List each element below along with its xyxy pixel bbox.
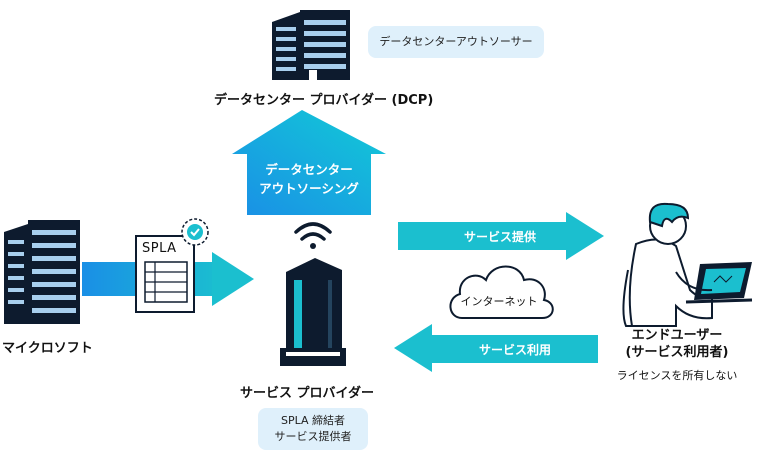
service-use-arrow xyxy=(394,324,598,372)
internet-cloud-icon xyxy=(449,265,554,319)
outsourcing-up-arrow xyxy=(232,110,386,215)
outsourcing-arrow-label: データセンター アウトソーシング xyxy=(247,160,371,198)
service-provide-label: サービス提供 xyxy=(463,230,536,244)
service-use-label: サービス利用 xyxy=(478,343,551,357)
end-user-title-line2: (サービス利用者) xyxy=(625,345,729,360)
service-provider-building-icon xyxy=(280,258,346,366)
service-provider-badge: SPLA 締結者 サービス提供者 xyxy=(258,408,368,450)
internet-label: インターネット xyxy=(460,295,538,308)
service-provider-badge-line1: SPLA 締結者 xyxy=(280,413,346,427)
dcp-building-icon xyxy=(272,10,350,80)
wifi-icon xyxy=(294,222,332,249)
end-user-icon xyxy=(622,202,753,327)
outsourcing-label-line2: アウトソーシング xyxy=(259,181,359,196)
end-user-title-line1: エンドユーザー xyxy=(631,328,723,343)
service-provide-arrow xyxy=(398,212,604,260)
dcp-role-badge: データセンターアウトソーサー xyxy=(368,26,544,58)
outsourcing-label-line1: データセンター xyxy=(265,162,353,177)
end-user-note: ライセンスを所有しない xyxy=(616,369,738,382)
service-provider-title: サービス プロバイダー xyxy=(240,386,375,401)
dcp-role-badge-text: データセンターアウトソーサー xyxy=(379,34,533,48)
spla-document-icon xyxy=(135,235,195,313)
service-provider-badge-line2: サービス提供者 xyxy=(274,430,352,443)
end-user-title: エンドユーザー (サービス利用者) xyxy=(604,327,750,361)
dcp-title: データセンター プロバイダー (DCP) xyxy=(214,93,434,108)
microsoft-building-icon xyxy=(4,220,80,324)
microsoft-title: マイクロソフト xyxy=(2,341,93,356)
spla-document-label: SPLA xyxy=(142,241,177,256)
certified-badge-icon xyxy=(181,218,209,246)
